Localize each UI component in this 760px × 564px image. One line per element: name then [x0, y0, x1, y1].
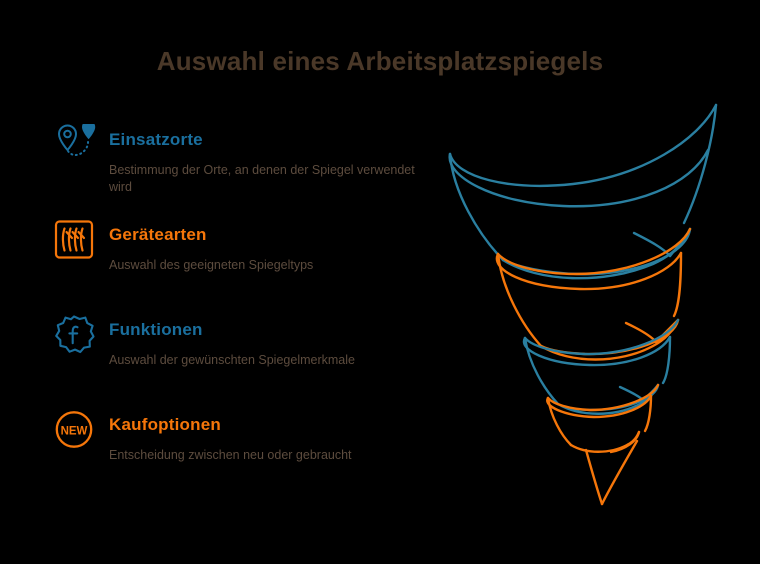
- steps-list: Einsatzorte Bestimmung der Orte, an dene…: [52, 118, 415, 498]
- new-badge-label: NEW: [61, 426, 88, 438]
- step-heading: Funktionen: [109, 320, 203, 339]
- map-pins-route-icon: [58, 124, 96, 156]
- funnel-turn-4: [546, 383, 660, 506]
- funnel-turn-1: [448, 103, 718, 280]
- step-heading: Einsatzorte: [109, 130, 203, 149]
- step-item-einsatzorte[interactable]: Einsatzorte Bestimmung der Orte, an dene…: [52, 118, 415, 213]
- spiral-funnel-graphic: [448, 103, 718, 506]
- starburst-f-icon: [55, 315, 95, 354]
- step-description: Bestimmung der Orte, an denen der Spiege…: [109, 163, 415, 194]
- mirror-slats-icon: [54, 220, 94, 259]
- funnel-turn-2: [495, 227, 692, 361]
- step-description: Auswahl des geeigneten Spiegeltyps: [109, 258, 314, 272]
- step-heading: Gerätearten: [109, 225, 207, 244]
- step-item-kaufoptionen[interactable]: NEW Kaufoptionen Entscheidung zwischen n…: [52, 403, 412, 498]
- page-title: Auswahl eines Arbeitsplatzspiegels: [156, 46, 604, 76]
- step-description: Auswahl der gewünschten Spiegelmerkmale: [109, 353, 355, 367]
- new-badge-icon: NEW: [55, 411, 93, 448]
- step-heading: Kaufoptionen: [109, 415, 221, 434]
- step-item-geraetearten[interactable]: Gerätearten Auswahl des geeigneten Spieg…: [52, 213, 412, 308]
- step-item-funktionen[interactable]: Funktionen Auswahl der gewünschten Spieg…: [52, 308, 412, 403]
- step-description: Entscheidung zwischen neu oder gebraucht: [109, 448, 352, 462]
